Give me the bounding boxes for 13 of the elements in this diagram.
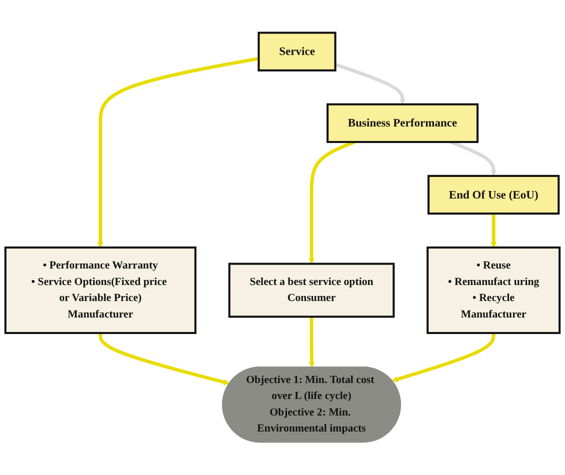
node-box: • Performance Warranty • Service Options(Fixed price or Variable Price) Manufacturer <box>4 246 196 334</box>
node-box: • Reuse • Remanufact uring • Recycle Manufacturer <box>426 246 561 334</box>
arrow <box>334 62 406 105</box>
node-box: Service <box>258 32 336 72</box>
arrow <box>98 333 230 386</box>
arrow <box>490 214 497 248</box>
node-box: End Of Use (EoU) <box>428 174 560 215</box>
arrow <box>97 56 260 248</box>
node-box: Select a best service option Consumer <box>228 262 395 318</box>
node-box: Business Performance <box>326 103 479 144</box>
arrow <box>308 140 356 264</box>
arrow <box>392 333 496 382</box>
arrow <box>308 316 315 368</box>
